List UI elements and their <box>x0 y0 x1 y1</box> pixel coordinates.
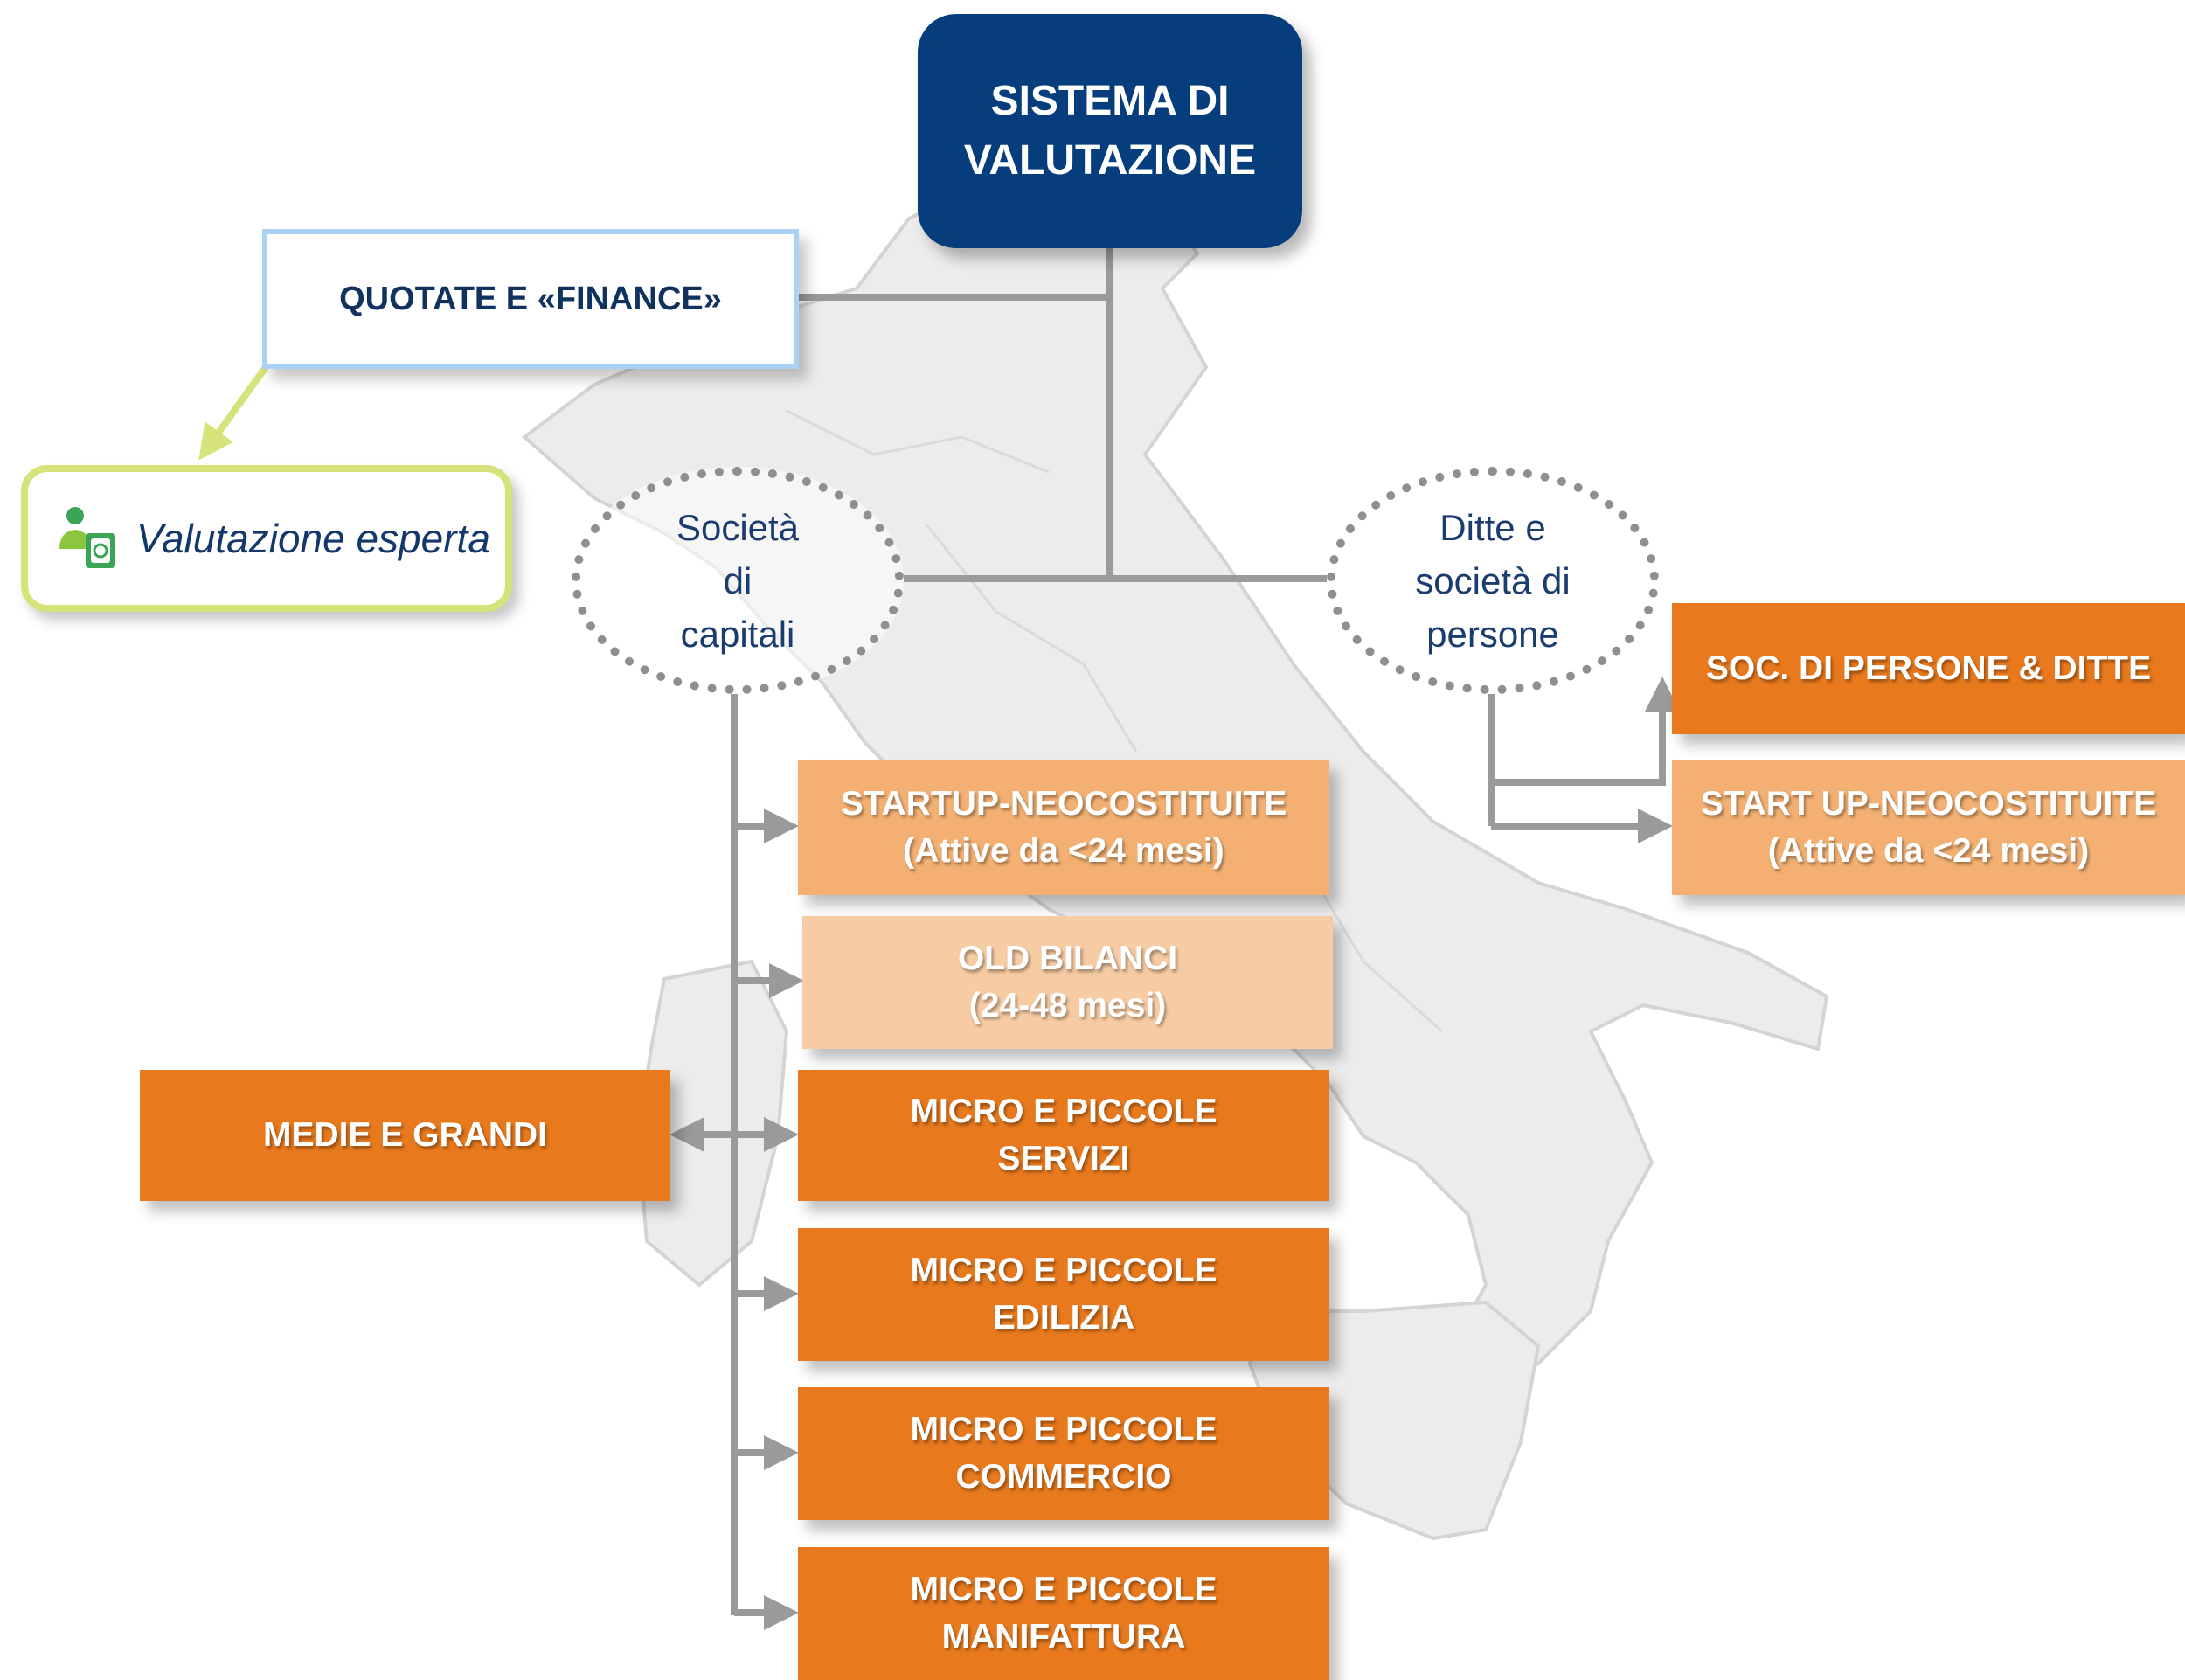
node-old-bilanci: OLD BILANCI (24-48 mesi) <box>802 916 1333 1049</box>
node-micro-piccole-manifattura: MICRO E PICCOLE MANIFATTURA <box>798 1547 1329 1680</box>
node-micro-piccole-edilizia: MICRO E PICCOLE EDILIZIA <box>798 1228 1329 1361</box>
node-ditte-e-societa-di-persone: Ditte e società di persone <box>1327 467 1659 694</box>
startup-line-1: STARTUP-NEOCOSTITUITE <box>840 785 1287 823</box>
manifattura-line-1: MICRO E PICCOLE <box>910 1571 1217 1608</box>
capitali-line-1: Società <box>676 506 800 548</box>
ditte-line-2: società di <box>1415 559 1571 601</box>
commercio-line-2: COMMERCIO <box>955 1458 1172 1496</box>
edilizia-line-2: EDILIZIA <box>992 1299 1135 1336</box>
arrow-valutazione-esperta <box>198 364 269 461</box>
root-line-1: SISTEMA DI <box>990 78 1230 124</box>
commercio-line-1: MICRO E PICCOLE <box>910 1411 1217 1448</box>
expert-person-icon <box>59 507 115 568</box>
node-soc-di-persone-ditte: SOC. DI PERSONE & DITTE <box>1672 603 2185 734</box>
quotate-label: QUOTATE E «FINANCE» <box>339 280 722 317</box>
root-line-2: VALUTAZIONE <box>963 137 1257 184</box>
node-valutazione-esperta: Valutazione esperta <box>21 465 512 612</box>
node-micro-piccole-servizi: MICRO E PICCOLE SERVIZI <box>798 1070 1329 1201</box>
arrow-soc-persone <box>1491 677 1680 786</box>
ditte-line-3: persone <box>1426 613 1559 655</box>
startup-line-2: (Attive da <24 mesi) <box>903 832 1224 870</box>
node-startup-neocostituite: STARTUP-NEOCOSTITUITE (Attive da <24 mes… <box>798 760 1329 895</box>
esperta-label: Valutazione esperta <box>136 516 490 561</box>
medie-label: MEDIE E GRANDI <box>262 1116 548 1154</box>
start-up-ditte-line-2: (Attive da <24 mesi) <box>1767 832 2090 870</box>
node-quotate-finance: QUOTATE E «FINANCE» <box>262 229 799 369</box>
servizi-line-2: SERVIZI <box>997 1140 1130 1177</box>
root-node-sistema-di-valutazione: SISTEMA DI VALUTAZIONE <box>918 14 1302 248</box>
node-micro-piccole-commercio: MICRO E PICCOLE COMMERCIO <box>798 1387 1329 1520</box>
soc-persone-label: SOC. DI PERSONE & DITTE <box>1705 649 2152 687</box>
servizi-line-1: MICRO E PICCOLE <box>910 1093 1217 1130</box>
capitali-line-3: capitali <box>680 613 795 655</box>
start-up-ditte-line-1: START UP-NEOCOSTITUITE <box>1700 785 2157 823</box>
edilizia-line-1: MICRO E PICCOLE <box>910 1252 1217 1289</box>
manifattura-line-2: MANIFATTURA <box>941 1618 1186 1656</box>
node-start-up-neocostituite-ditte: START UP-NEOCOSTITUITE (Attive da <24 me… <box>1672 760 2185 895</box>
capitali-line-2: di <box>723 559 753 601</box>
node-societa-di-capitali: Società di capitali <box>572 467 904 694</box>
old-bilanci-line-2: (24-48 mesi) <box>968 987 1167 1024</box>
ditte-line-1: Ditte e <box>1439 506 1546 548</box>
node-medie-e-grandi: MEDIE E GRANDI <box>140 1070 670 1201</box>
old-bilanci-line-1: OLD BILANCI <box>957 940 1178 977</box>
